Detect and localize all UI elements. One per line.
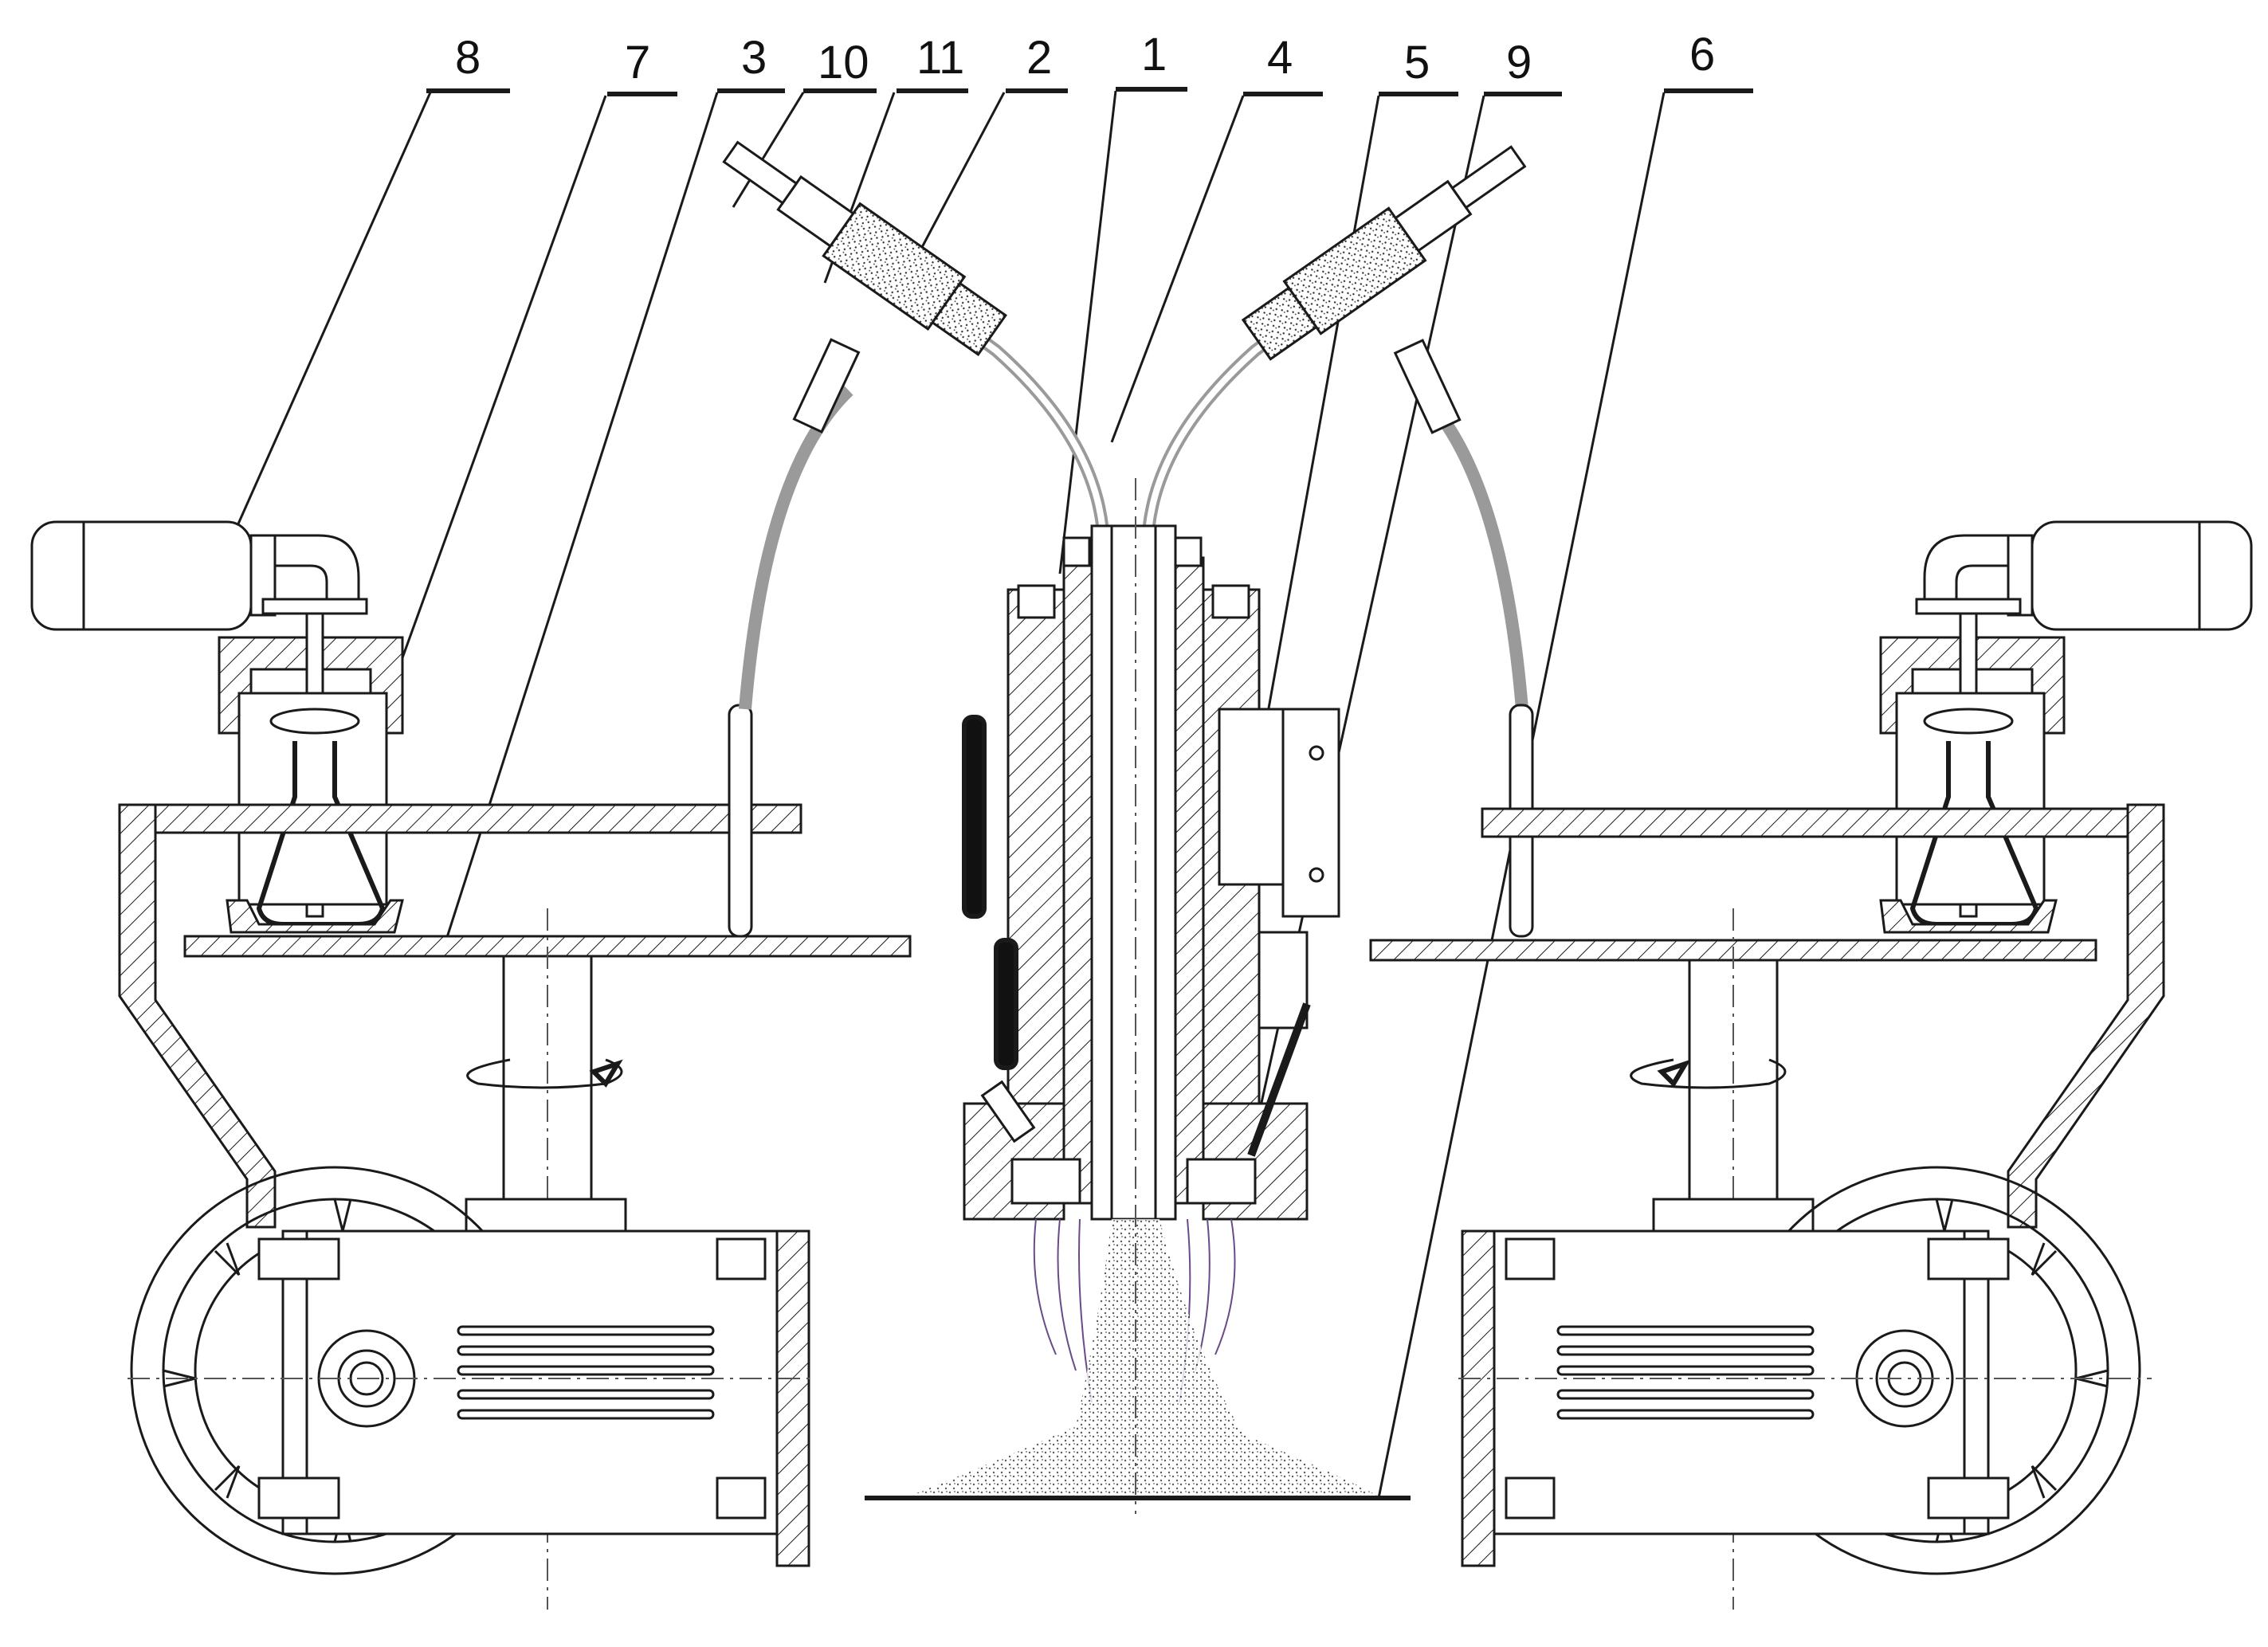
label-7: 7 <box>625 37 650 88</box>
electrode-rod <box>1247 1002 1311 1157</box>
left-beaker-housing <box>237 692 388 906</box>
right-gearbox-vents <box>1556 1325 1815 1420</box>
label-9: 9 <box>1506 37 1532 88</box>
label-3: 3 <box>741 32 767 84</box>
rotation-arrow <box>269 708 360 735</box>
left-fitting <box>722 140 1007 356</box>
right-bolts <box>1505 1237 2010 1520</box>
powder-spray <box>908 1219 1379 1496</box>
left-flex-tube <box>739 386 853 710</box>
left-assembly <box>30 520 912 1610</box>
label-8: 8 <box>455 32 481 84</box>
label-10: 10 <box>818 37 869 88</box>
right-motor <box>2031 520 2253 631</box>
label-4: 4 <box>1267 32 1293 84</box>
left-gearbox <box>301 1229 783 1535</box>
heater-pad-lower <box>994 938 1018 1070</box>
left-motor <box>30 520 253 631</box>
label-6: 6 <box>1689 29 1715 80</box>
label-5: 5 <box>1404 37 1430 88</box>
right-frame <box>2007 803 2165 1229</box>
left-bolts <box>257 1237 767 1520</box>
right-gearbox <box>1489 1229 1970 1535</box>
right-assembly <box>1369 520 2253 1610</box>
left-gearbox-vents <box>457 1325 715 1420</box>
center-nozzle <box>722 140 1534 1514</box>
heater-pad-upper <box>962 715 987 919</box>
label-1: 1 <box>1141 29 1167 80</box>
label-11: 11 <box>916 32 964 84</box>
label-2: 2 <box>1026 32 1052 84</box>
right-fitting <box>1241 145 1527 361</box>
left-frame <box>118 803 277 1229</box>
left-upper-plate <box>154 803 802 834</box>
right-upper-plate <box>1481 807 2129 838</box>
right-flex-tube <box>1414 386 1528 710</box>
label-group: 8 7 3 10 11 2 1 4 5 9 6 <box>426 29 1753 96</box>
left-side-needle <box>792 338 861 433</box>
right-side-needle <box>1393 339 1462 434</box>
